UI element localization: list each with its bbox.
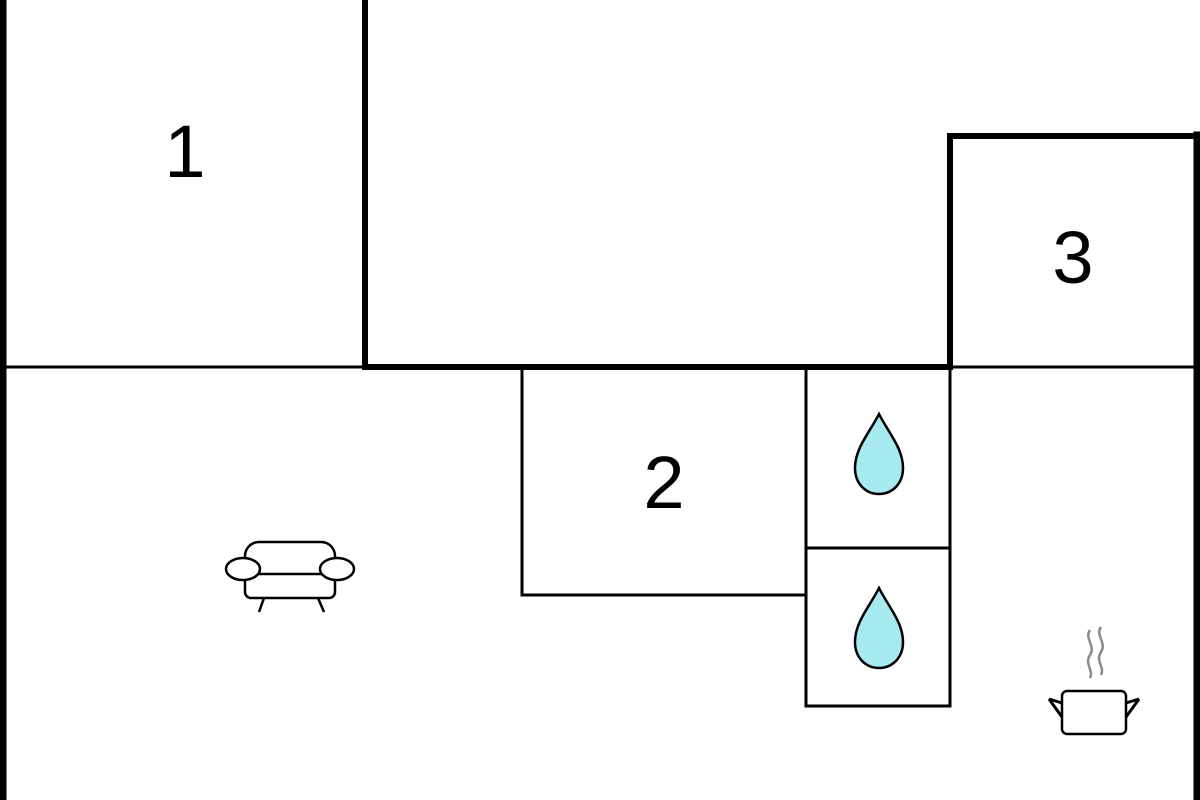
room-2-label: 2	[643, 441, 684, 524]
room-3-label: 3	[1052, 216, 1093, 299]
room-1-label: 1	[164, 110, 205, 193]
water-drop-icon	[853, 411, 905, 496]
water-drop-icon	[853, 585, 905, 670]
sofa-icon	[224, 540, 356, 613]
cooking-pot-icon	[1047, 626, 1141, 736]
room-2-walls	[520, 365, 808, 597]
